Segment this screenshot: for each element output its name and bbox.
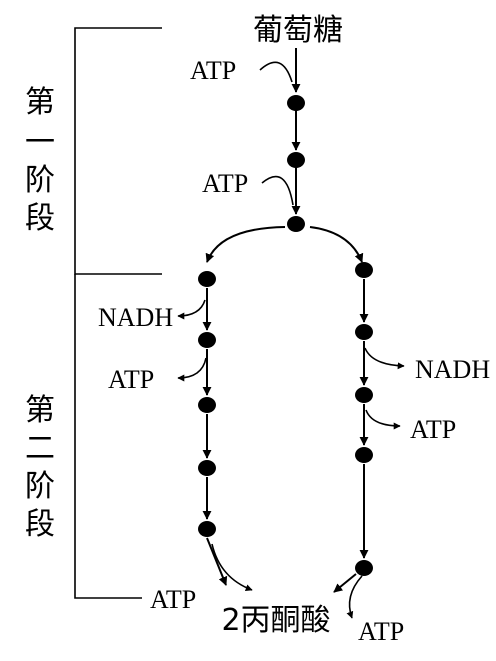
stage2-label: 第 二 阶 段 — [25, 393, 55, 542]
left-node-3 — [198, 397, 216, 413]
atp-left-1: ATP — [108, 365, 154, 394]
atp-bottom-right: ATP — [358, 617, 404, 646]
stage1-label: 第 一 阶 段 — [25, 85, 55, 236]
left-node-5 — [198, 521, 216, 537]
atp-input-1: ATP — [190, 56, 236, 85]
right-node-2 — [355, 324, 373, 340]
svg-text:一: 一 — [25, 125, 55, 160]
right-node-4 — [355, 447, 373, 463]
left-node-1 — [198, 271, 216, 287]
svg-text:第: 第 — [25, 85, 55, 120]
left-chain — [177, 271, 253, 592]
left-node-4 — [198, 460, 216, 476]
svg-text:阶: 阶 — [25, 163, 55, 198]
node-1 — [287, 95, 305, 111]
right-node-5 — [355, 560, 373, 576]
stage-bracket-1 — [74, 27, 162, 275]
left-node-2 — [198, 332, 216, 348]
svg-text:第: 第 — [25, 393, 55, 428]
node-2 — [287, 152, 305, 168]
right-node-3 — [355, 387, 373, 403]
svg-text:二: 二 — [25, 431, 55, 466]
atp-right-1: ATP — [410, 415, 456, 444]
pyruvate-label: 2丙酮酸 — [221, 603, 330, 638]
svg-text:段: 段 — [25, 201, 55, 236]
svg-text:阶: 阶 — [25, 469, 55, 504]
right-chain — [333, 262, 405, 619]
stage-bracket-2 — [74, 274, 142, 599]
stage1-chain — [259, 48, 305, 232]
right-node-1 — [355, 262, 373, 278]
glucose-label: 葡萄糖 — [253, 13, 343, 48]
nadh-left: NADH — [98, 303, 173, 332]
nadh-right: NADH — [415, 355, 490, 384]
atp-bottom-left: ATP — [150, 585, 196, 614]
svg-text:段: 段 — [25, 507, 55, 542]
node-3 — [287, 216, 305, 232]
atp-input-2: ATP — [202, 169, 248, 198]
